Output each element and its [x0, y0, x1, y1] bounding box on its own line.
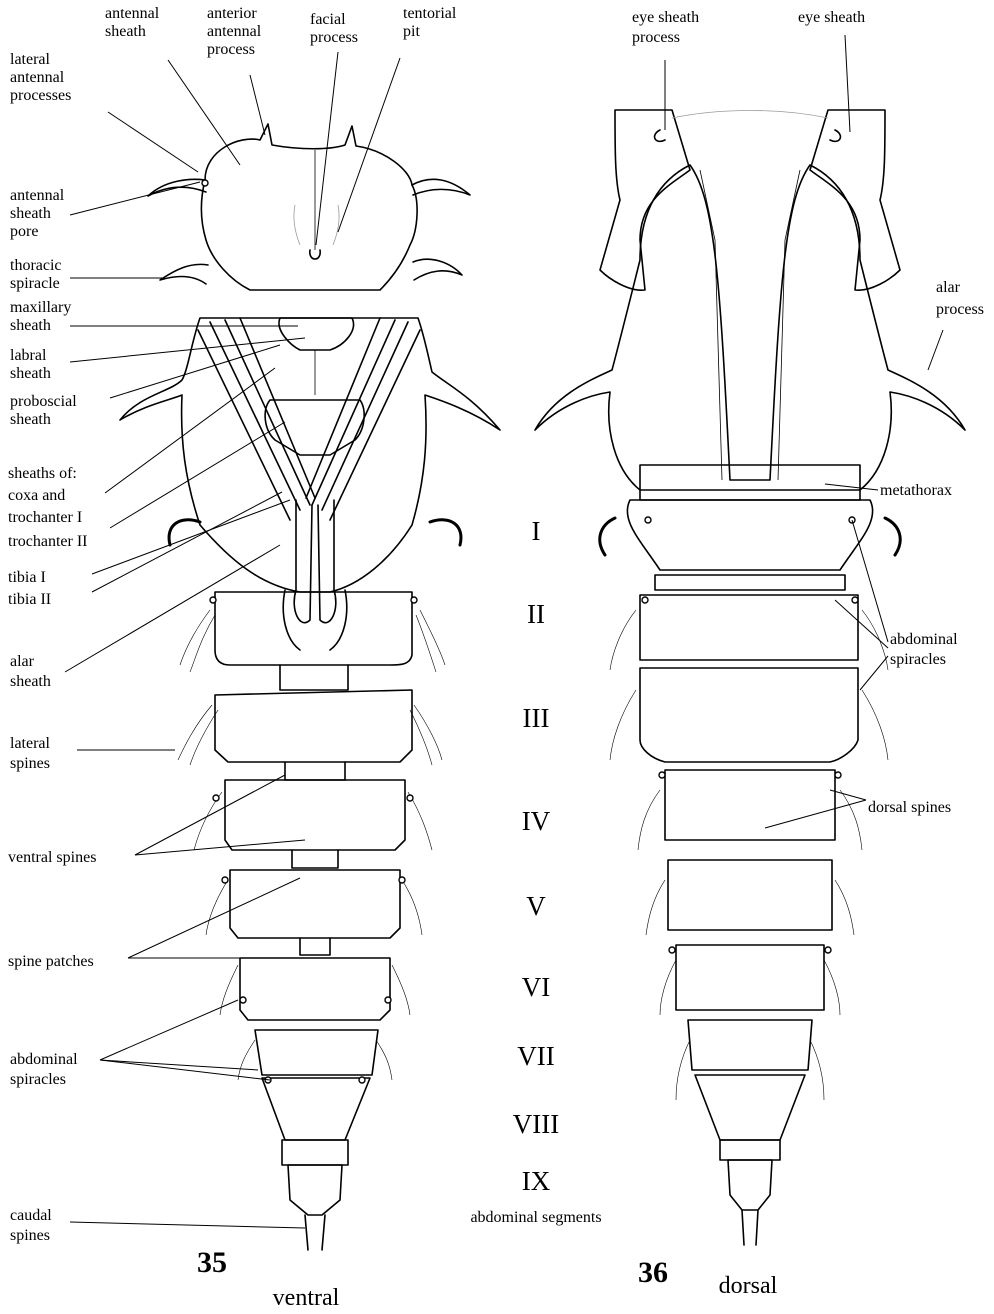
- label-caudal-spines: caudal spines: [10, 1207, 56, 1244]
- segment-label-VII: VII: [517, 1041, 554, 1071]
- label-lateral-antennal-processes: lateral antennal processes: [10, 51, 71, 104]
- label-sheaths-of: sheaths of: coxa and trochanter I trocha…: [8, 465, 88, 550]
- dorsal-pupa-drawing: [535, 110, 965, 1245]
- segment-label-VIII: VIII: [513, 1109, 559, 1139]
- label-tentorial-pit: tentorial pit: [403, 5, 460, 40]
- label-abdominal-spiracles-dorsal: abdominal spiracles: [890, 631, 962, 668]
- label-proboscial-sheath: proboscial sheath: [10, 393, 81, 428]
- dorsal-thorax: [535, 165, 965, 490]
- head-capsule: [201, 124, 417, 290]
- label-eye-sheath: eye sheath: [798, 9, 865, 26]
- figure-view-ventral: ventral: [273, 1285, 340, 1309]
- label-maxillary-sheath: maxillary sheath: [10, 299, 75, 334]
- label-thoracic-spiracle: thoracic spiracle: [10, 257, 66, 292]
- label-lateral-spines: lateral spines: [10, 735, 54, 772]
- segment-label-V: V: [526, 891, 546, 921]
- label-alar-process: alar process: [936, 279, 984, 318]
- figure-number-36: 36: [638, 1256, 668, 1289]
- label-tibia-2: tibia II: [8, 591, 51, 608]
- label-facial-process: facial process: [310, 11, 358, 46]
- segment-label-VI: VI: [522, 972, 551, 1002]
- labels-ventral: antennal sheath anterior antennal proces…: [8, 5, 460, 1244]
- label-alar-sheath: alar sheath: [10, 653, 51, 690]
- leader-lines: [65, 35, 943, 1228]
- label-eye-sheath-process: eye sheath process: [632, 9, 703, 46]
- figure-number-35: 35: [197, 1246, 227, 1279]
- label-antennal-sheath-pore: antennal sheath pore: [10, 187, 68, 240]
- segment-label-IV: IV: [522, 806, 551, 836]
- segment-numerals: I II III IV V VI VII VIII IX abdominal s…: [470, 516, 601, 1226]
- label-tibia-1: tibia I: [8, 569, 46, 586]
- segment-label-IX: IX: [522, 1166, 551, 1196]
- label-metathorax: metathorax: [880, 482, 952, 499]
- label-antennal-sheath: antennal sheath: [105, 5, 163, 40]
- segments-caption: abdominal segments: [470, 1209, 601, 1226]
- labels-dorsal: eye sheath process eye sheath alar proce…: [632, 9, 984, 816]
- segment-label-I: I: [532, 516, 541, 546]
- figure-view-dorsal: dorsal: [719, 1273, 778, 1299]
- figure-captions: 35 ventral 36 dorsal: [197, 1246, 778, 1309]
- label-ventral-spines: ventral spines: [8, 849, 96, 866]
- label-anterior-antennal-process: anterior antennal process: [207, 5, 265, 58]
- ventral-pupa-drawing: [120, 124, 500, 1250]
- label-spine-patches: spine patches: [8, 953, 94, 970]
- label-labral-sheath: labral sheath: [10, 347, 51, 382]
- segment-label-II: II: [527, 599, 545, 629]
- label-dorsal-spines: dorsal spines: [868, 799, 951, 816]
- segment-label-III: III: [523, 703, 550, 733]
- label-abdominal-spiracles-ventral: abdominal spiracles: [10, 1051, 82, 1088]
